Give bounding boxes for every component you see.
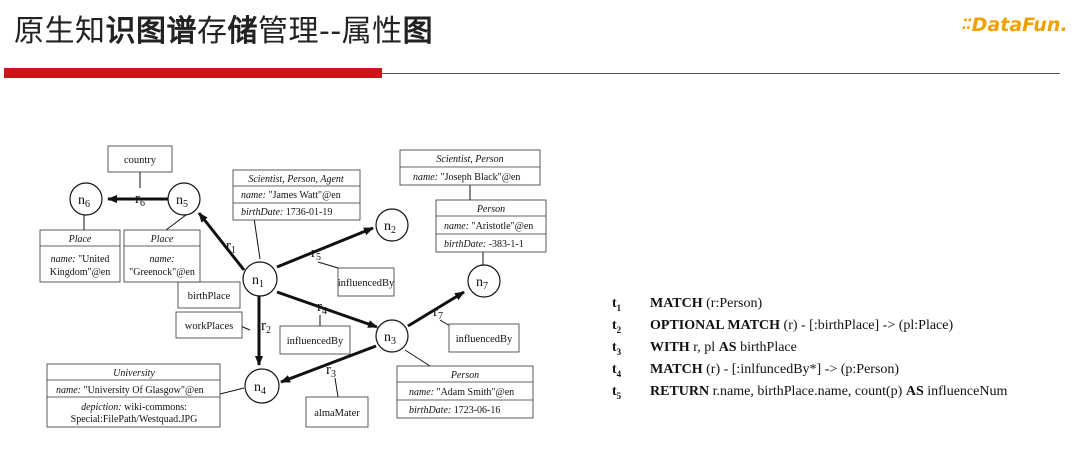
prop-box-n5: Place name: "Greenock"@en — [123, 229, 201, 283]
title-part: 识图谱 — [105, 14, 197, 49]
box-name-line: name: "Adam Smith"@en — [409, 387, 514, 398]
divider-line — [382, 73, 1060, 74]
edge-r3 — [280, 344, 377, 384]
node-n2 — [375, 208, 409, 242]
node-label-n6: n6 — [78, 193, 90, 210]
datafun-logo: ⁚⁚DataFun. — [962, 14, 1068, 36]
node-label: n3 — [384, 330, 396, 347]
node-label-n4: n4 — [254, 380, 266, 397]
box-name-line: name: "University Of Glasgow"@en — [56, 385, 204, 396]
prop-box-n2: Scientist, Person name: "Joseph Black"@e… — [399, 149, 541, 186]
box-label: Place — [150, 234, 174, 245]
query-line-label: t3 — [612, 340, 622, 357]
box-depiction-line2: Special:FilePath/Westquad.JPG — [71, 414, 198, 425]
relation-r1: r1 — [226, 238, 236, 256]
edge-r4 — [276, 290, 378, 329]
node-label: n4 — [254, 380, 266, 397]
relation-r2: r2 — [261, 318, 271, 336]
edges — [107, 195, 465, 384]
label-influencedby-r5: influencedBy — [338, 278, 395, 289]
title-part: 原生知 — [14, 14, 106, 49]
query-line-text: OPTIONAL MATCH (r) - [:birthPlace] -> (p… — [650, 318, 954, 333]
node-label: n2 — [384, 219, 396, 236]
relation-r3: r3 — [326, 362, 336, 380]
query-line-label: t4 — [612, 362, 622, 379]
property-boxes: Place name: "United Kingdom"@en Place na… — [39, 149, 547, 428]
relation-r5: r5 — [311, 245, 321, 263]
node-label: n7 — [476, 275, 488, 292]
node-n1 — [242, 261, 278, 297]
query-line-text: MATCH (r) - [:inlfuncedBy*] -> (p:Person… — [650, 362, 900, 377]
prop-box-n6: Place name: "United Kingdom"@en — [39, 229, 121, 283]
connectors — [83, 172, 484, 398]
prop-box-n7: Person name: "Aristotle"@en birthDate: -… — [435, 199, 547, 253]
box-label: Scientist, Person, Agent — [248, 174, 344, 185]
node-n3 — [375, 319, 409, 353]
query-line-label: t2 — [612, 318, 622, 335]
box-label: Person — [476, 204, 505, 215]
node-label-n7: n7 — [476, 275, 488, 292]
logo-dots-icon: ⁚⁚ — [962, 17, 972, 33]
edge-r5 — [276, 226, 374, 269]
box-birthdate-line: birthDate: 1723-06-16 — [409, 405, 500, 416]
nodes — [69, 182, 501, 404]
relation-r6: r6 — [135, 191, 145, 209]
prop-box-n1: Scientist, Person, Agent name: "James Wa… — [232, 169, 361, 221]
relation-r7: r7 — [433, 304, 443, 322]
node-label: n5 — [176, 193, 188, 210]
box-label: Place — [68, 234, 92, 245]
label-birthplace: birthPlace — [188, 291, 231, 302]
query-line-text: WITH r, pl AS birthPlace — [650, 340, 797, 355]
node-label: n1 — [252, 273, 264, 290]
label-almamater: almaMater — [314, 408, 360, 419]
title-part: 管理--属性 — [258, 14, 403, 49]
node-n4 — [244, 368, 280, 404]
box-name-line: name: "United — [51, 254, 110, 265]
box-birthdate-line: birthDate: 1736-01-19 — [241, 207, 332, 218]
slide-title: 原生知识图谱存储管理--属性图 — [14, 6, 433, 50]
edge-r1 — [197, 212, 246, 271]
node-n7 — [467, 264, 501, 298]
box-name-line2: Kingdom"@en — [50, 267, 111, 278]
node-label-n3: n3 — [384, 330, 396, 347]
box-name-value: "Greenock"@en — [129, 267, 195, 278]
node-labels: n6 n5 n1 n2 n7 n3 n4 — [78, 193, 488, 397]
query-line-label: t5 — [612, 384, 622, 401]
prop-box-n3: Person name: "Adam Smith"@en birthDate: … — [396, 365, 534, 419]
query-line-text: RETURN r.name, birthPlace.name, count(p)… — [650, 384, 1008, 399]
logo-text: DataFun. — [971, 14, 1068, 36]
box-depiction-line: depiction: wiki-commons: — [81, 402, 187, 413]
box-birthdate-line: birthDate: -383-1-1 — [444, 239, 524, 250]
node-label-n1: n1 — [252, 273, 264, 290]
title-part: 储 — [227, 14, 258, 49]
node-label: n6 — [78, 193, 90, 210]
box-label: University — [113, 368, 155, 379]
title-part: 图 — [402, 14, 434, 49]
title-part: 存 — [197, 14, 228, 49]
label-influencedby-r7: influencedBy — [456, 334, 513, 345]
edge-label-boxes: country birthPlace workPlaces influenced… — [107, 145, 520, 428]
box-name-line: name: "Aristotle"@en — [444, 221, 533, 232]
node-n6 — [69, 182, 103, 216]
query-line-text: MATCH (r:Person) — [650, 296, 763, 311]
node-label-n5: n5 — [176, 193, 188, 210]
label-workplaces: workPlaces — [185, 321, 233, 332]
box-label: Person — [450, 370, 479, 381]
edge-r7 — [407, 290, 465, 328]
box-name-line: name: "James Watt"@en — [241, 190, 341, 201]
prop-box-n4: University name: "University Of Glasgow"… — [46, 363, 221, 428]
box-label: Scientist, Person — [436, 154, 503, 165]
relation-r4: r4 — [317, 299, 327, 317]
accent-bar — [4, 68, 382, 78]
query-line-label: t1 — [612, 296, 622, 313]
label-influencedby-r4: influencedBy — [287, 336, 344, 347]
node-n5 — [167, 182, 201, 216]
box-name-key: name: — [150, 254, 175, 265]
box-name-line: name: "Joseph Black"@en — [413, 172, 520, 183]
node-label-n2: n2 — [384, 219, 396, 236]
relation-labels: r6 r1 r2 r5 r4 r3 r7 — [135, 191, 443, 380]
label-country: country — [124, 155, 157, 166]
